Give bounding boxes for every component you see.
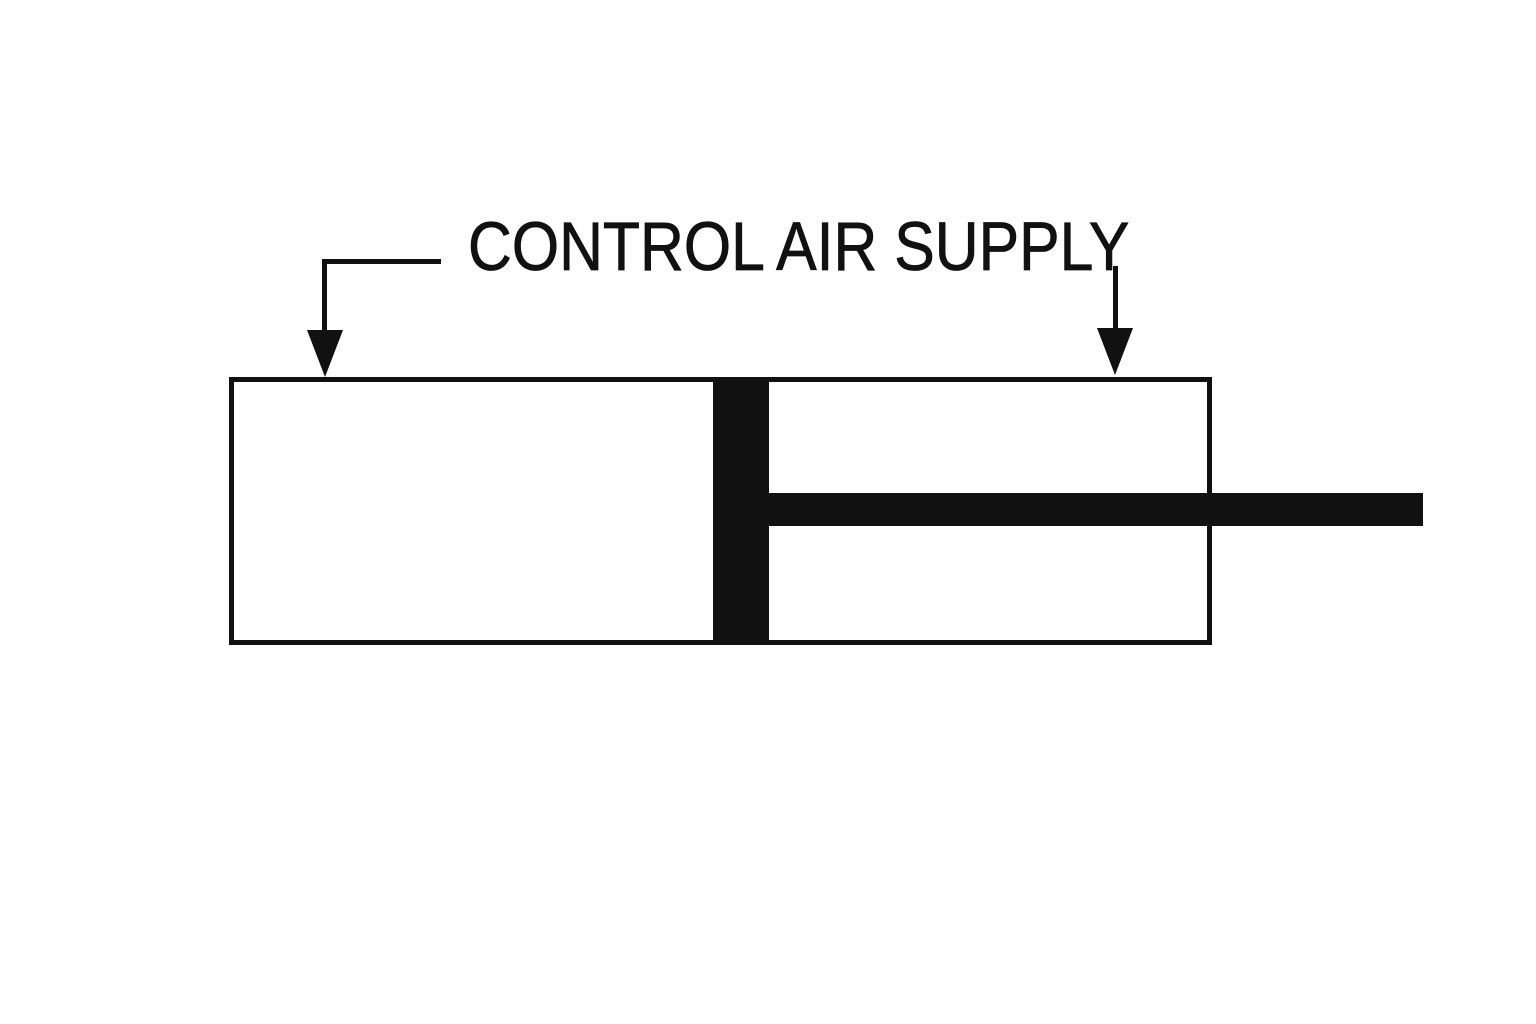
left-down-arrow-icon [307,330,343,377]
piston [713,377,769,645]
right-leader-line [1113,266,1118,332]
control-air-supply-label: CONTROL AIR SUPPLY [468,208,1130,285]
right-down-arrow-icon [1097,328,1133,375]
piston-rod [769,493,1423,526]
leader-line-horizontal [323,259,441,264]
left-leader-line [322,259,327,334]
